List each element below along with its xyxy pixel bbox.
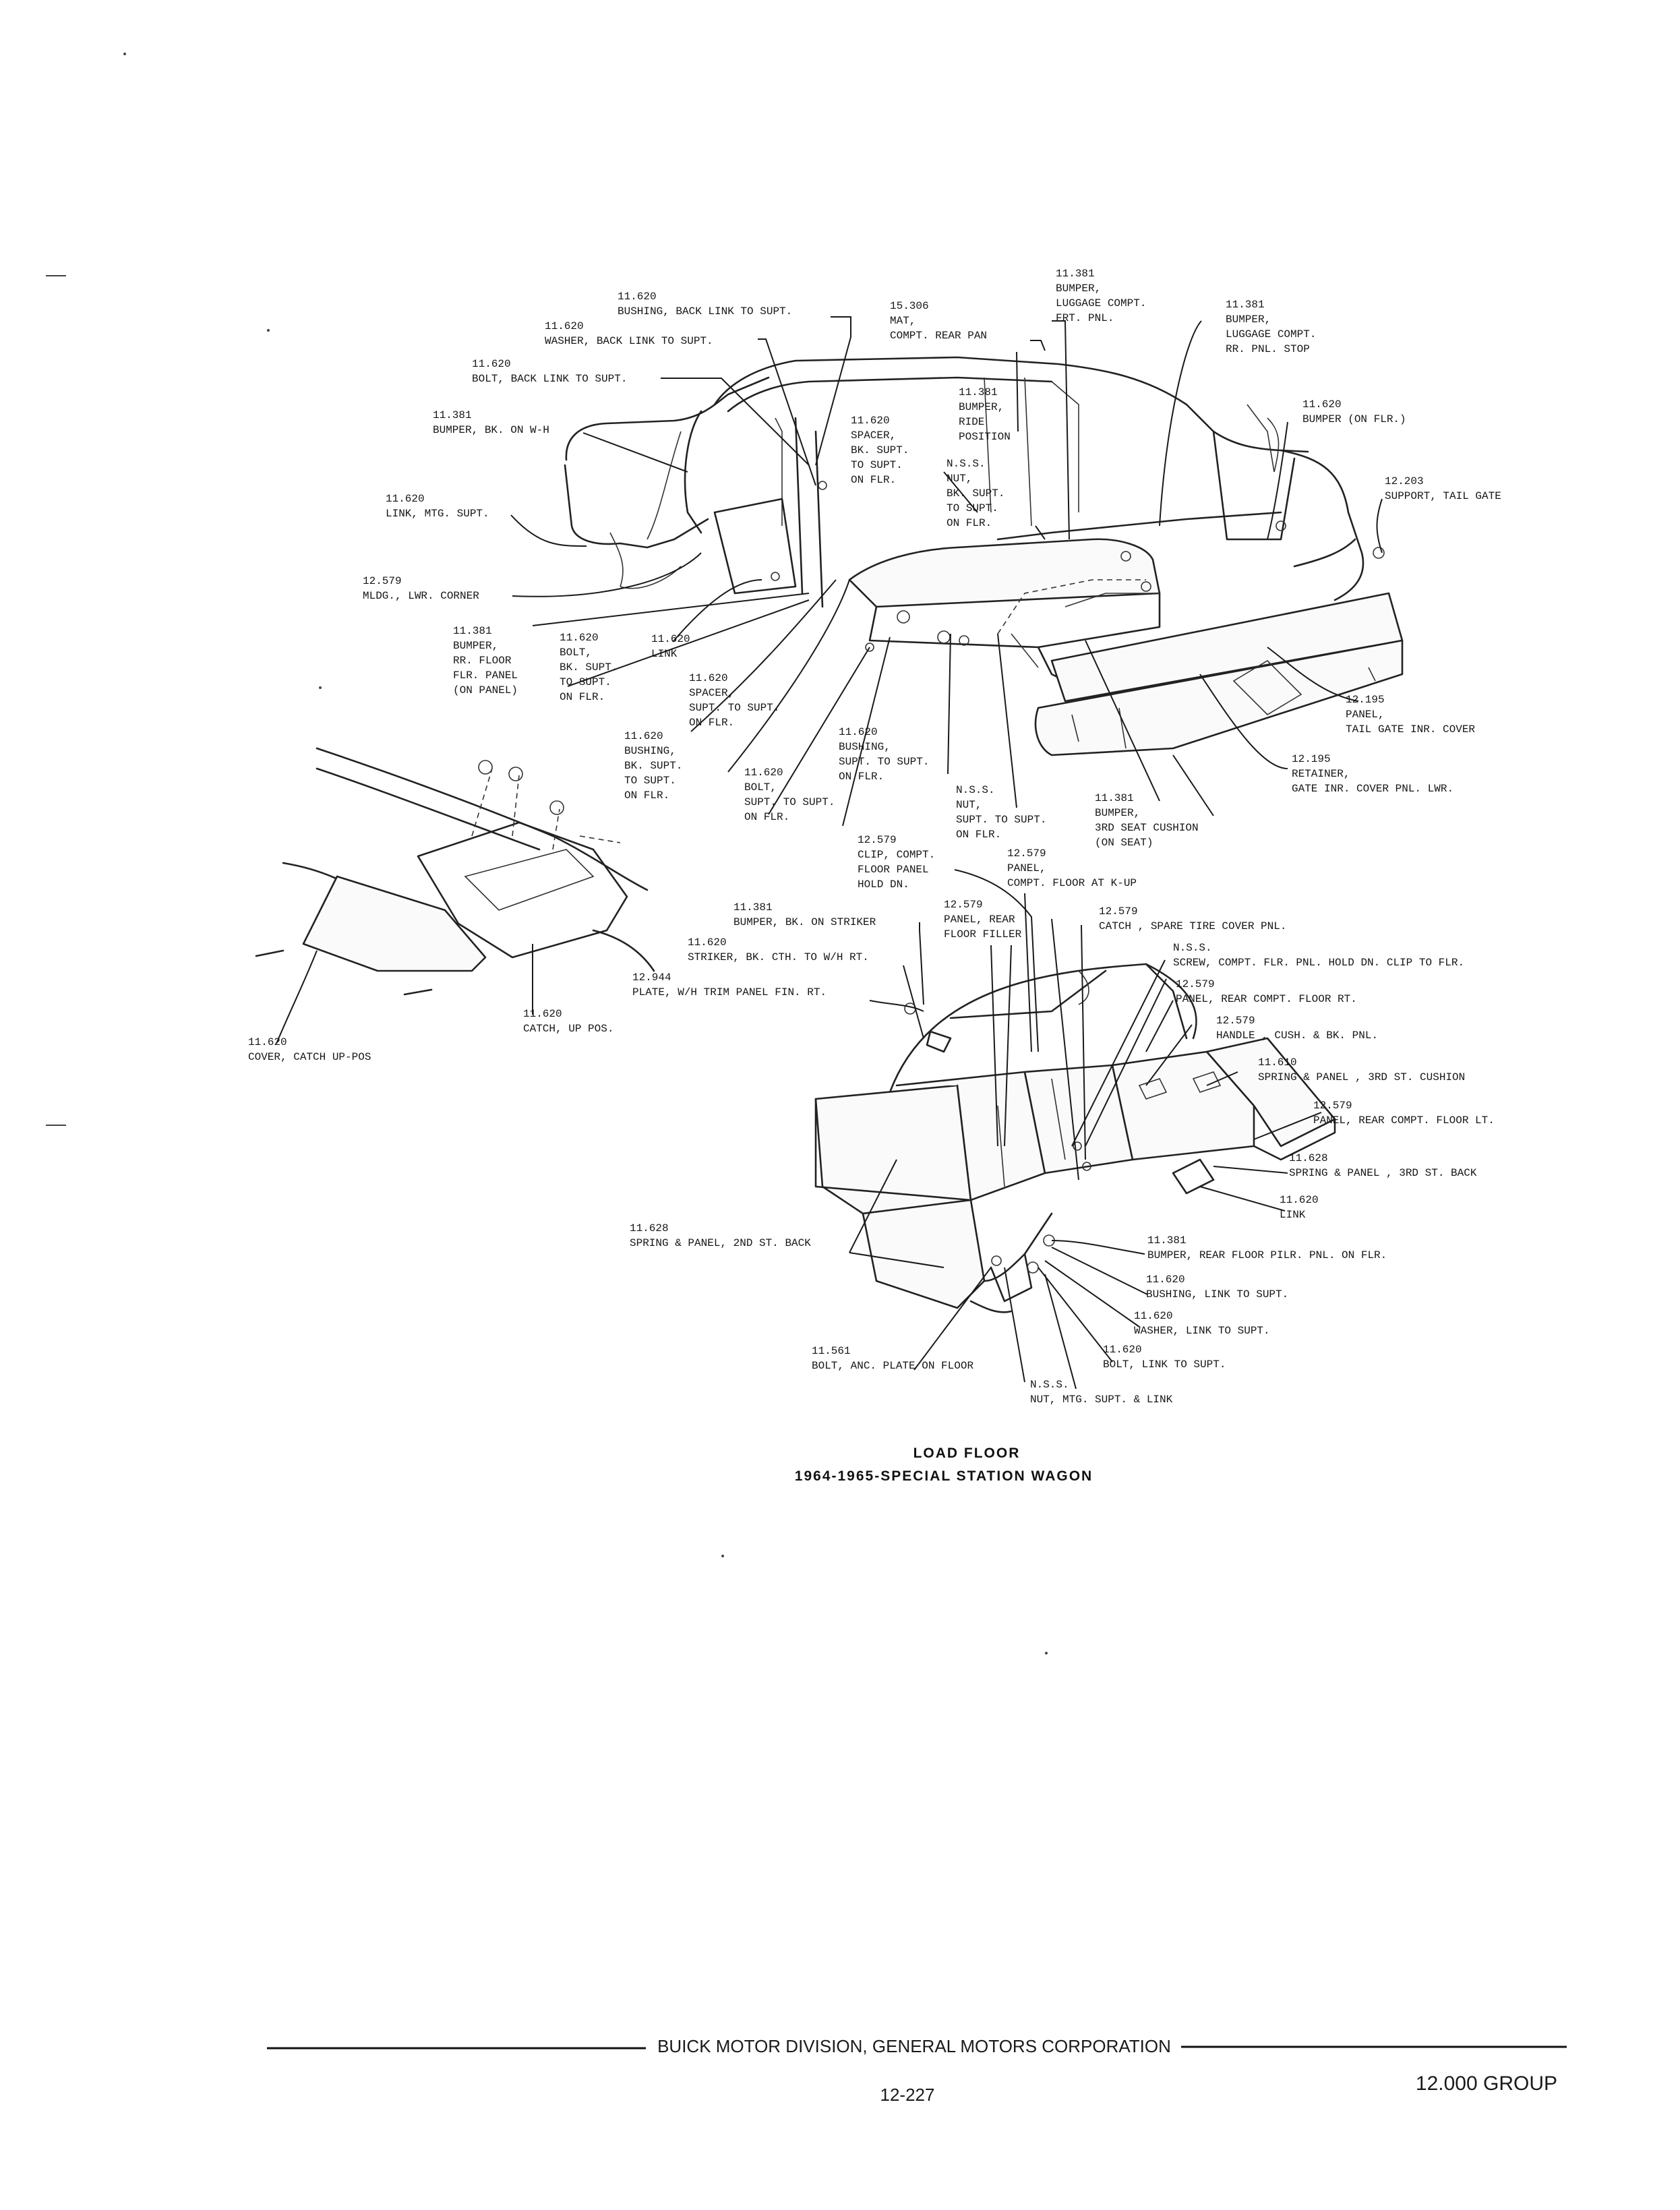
scan-marks (46, 53, 1048, 1654)
callout-c26: 11.620 COVER, CATCH UP-POS (248, 1036, 371, 1063)
footer-page-number: 12-227 (880, 2085, 935, 2105)
callout-c43: 11.620 BUSHING, LINK TO SUPT. (1146, 1274, 1288, 1301)
footer-division: BUICK MOTOR DIVISION, GENERAL MOTORS COR… (657, 2036, 1171, 2056)
callout-c03: 11.620 BOLT, BACK LINK TO SUPT. (472, 358, 627, 385)
callout-c29: 12.579 PANEL, COMPT. FLOOR AT K-UP (1007, 847, 1137, 889)
callout-c04: 11.381 BUMPER, BK. ON W-H (433, 409, 549, 436)
callout-c30: 11.381 BUMPER, BK. ON STRIKER (733, 901, 876, 928)
callout-c19: 11.620 BUSHING, BK. SUPT. TO SUPT. ON FL… (624, 730, 689, 802)
callout-c40: 11.628 SPRING & PANEL , 3RD ST. BACK (1289, 1152, 1477, 1179)
callout-c45: 11.620 BOLT, LINK TO SUPT. (1103, 1344, 1226, 1371)
callout-c21: 11.620 BUSHING, SUPT. TO SUPT. ON FLR. (839, 726, 936, 783)
callout-c16: 11.620 BUMPER (ON FLR.) (1302, 398, 1406, 425)
upper-assembly-artwork (564, 356, 1404, 756)
leader-lines (276, 316, 1383, 1390)
callout-c36: 12.579 PANEL, REAR COMPT. FLOOR RT. (1176, 978, 1357, 1005)
callout-c06: 12.579 MLDG., LWR. CORNER (363, 575, 479, 602)
caption-subtitle: 1964-1965-SPECIAL STATION WAGON (795, 1468, 1093, 1484)
callout-c01: 11.620 BUSHING, BACK LINK TO SUPT. (618, 291, 792, 318)
callout-c23: 11.381 BUMPER, 3RD SEAT CUSHION (ON SEAT… (1095, 792, 1205, 849)
caption-title: LOAD FLOOR (913, 1445, 1021, 1461)
callout-c27: 11.620 CATCH, UP POS. (523, 1008, 613, 1035)
callout-c33: 12.579 PANEL, REAR FLOOR FILLER (944, 899, 1022, 940)
callout-c25: 12.195 RETAINER, GATE INR. COVER PNL. LW… (1292, 753, 1453, 795)
callout-c18: 11.620 SPACER, SUPT. TO SUPT. ON FLR. (689, 672, 786, 729)
callout-c32: 12.944 PLATE, W/H TRIM PANEL FIN. RT. (632, 972, 827, 998)
footer-group: 12.000 GROUP (1416, 2072, 1557, 2095)
callout-c42: 11.381 BUMPER, REAR FLOOR PILR. PNL. ON … (1147, 1234, 1387, 1261)
callout-c41: 11.620 LINK (1280, 1194, 1325, 1221)
callout-c46: N.S.S. NUT, MTG. SUPT. & LINK (1030, 1379, 1173, 1406)
page-footer: BUICK MOTOR DIVISION, GENERAL MOTORS COR… (267, 2036, 1567, 2105)
callout-c05: 11.620 LINK, MTG. SUPT. (386, 493, 489, 520)
callout-c44: 11.620 WASHER, LINK TO SUPT. (1134, 1310, 1270, 1337)
callout-c31: 11.620 STRIKER, BK. CTH. TO W/H RT. (688, 936, 869, 963)
catch-detail-artwork (255, 747, 655, 996)
callout-c24: 12.195 PANEL, TAIL GATE INR. COVER (1346, 694, 1475, 736)
callout-c14: 11.381 BUMPER, LUGGAGE COMPT. FRT. PNL. (1056, 268, 1153, 324)
callout-c35: N.S.S. SCREW, COMPT. FLR. PNL. HOLD DN. … (1173, 942, 1464, 969)
callout-c08: 11.620 BOLT, BK. SUPT. TO SUPT. ON FLR. (560, 632, 624, 703)
callout-c11: 11.620 SPACER, BK. SUPT. TO SUPT. ON FLR… (851, 415, 916, 486)
callout-c09: 11.620 LINK (651, 633, 696, 660)
callout-c38: 11.610 SPRING & PANEL , 3RD ST. CUSHION (1258, 1056, 1465, 1083)
callout-c47: 11.628 SPRING & PANEL, 2ND ST. BACK (630, 1222, 811, 1249)
callout-c20: 11.620 BOLT, SUPT. TO SUPT. ON FLR. (744, 767, 841, 823)
callout-c22: N.S.S. NUT, SUPT. TO SUPT. ON FLR. (956, 784, 1053, 841)
callout-c39: 12.579 PANEL, REAR COMPT. FLOOR LT. (1313, 1100, 1495, 1127)
callout-c02: 11.620 WASHER, BACK LINK TO SUPT. (545, 320, 713, 347)
callout-c10: 15.306 MAT, COMPT. REAR PAN (890, 300, 987, 342)
callout-c37: 12.579 HANDLE , CUSH. & BK. PNL. (1216, 1015, 1378, 1042)
callout-c12: 11.381 BUMPER, RIDE POSITION (959, 386, 1011, 443)
callout-c48: 11.561 BOLT, ANC. PLATE ON FLOOR (812, 1345, 973, 1372)
callout-c34: 12.579 CATCH , SPARE TIRE COVER PNL. (1099, 905, 1286, 932)
callout-c07: 11.381 BUMPER, RR. FLOOR FLR. PANEL (ON … (453, 625, 524, 696)
callout-c28: 12.579 CLIP, COMPT. FLOOR PANEL HOLD DN. (858, 834, 942, 891)
callout-labels: 11.620 BUSHING, BACK LINK TO SUPT. 11.62… (248, 268, 1501, 1406)
callout-c15: 11.381 BUMPER, LUGGAGE COMPT. RR. PNL. S… (1226, 299, 1323, 355)
callout-c13: N.S.S. NUT, BK. SUPT. TO SUPT. ON FLR. (947, 458, 1011, 529)
callout-c17: 12.203 SUPPORT, TAIL GATE (1385, 475, 1501, 502)
